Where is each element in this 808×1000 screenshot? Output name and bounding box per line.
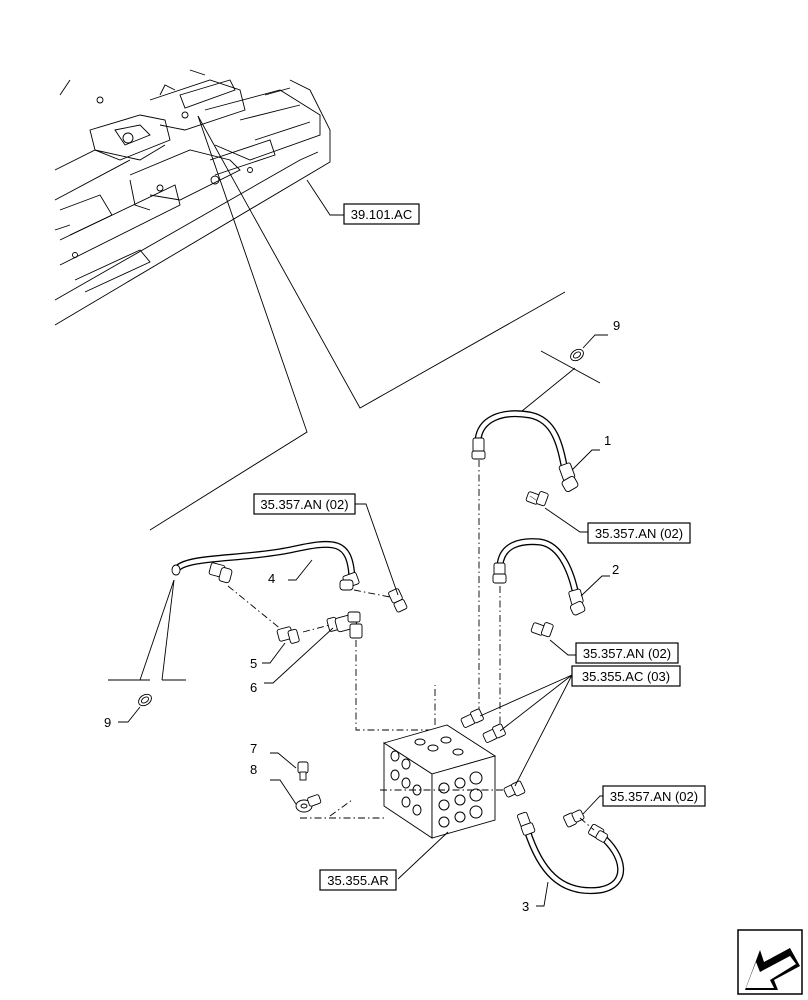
ref-hose-right-2-label: 35.357.AN (02) <box>583 646 671 661</box>
ref-box-hose-4[interactable]: 35.357.AN (02) <box>253 493 399 596</box>
hose-4 <box>171 540 360 591</box>
ref-frame-label: 39.101.AC <box>351 207 412 222</box>
assembly-line-fitting-6 <box>355 640 436 731</box>
valve-block <box>382 724 497 839</box>
break-mark-top <box>521 350 601 412</box>
callout-4-leader: 4 <box>268 559 313 586</box>
callout-3: 3 <box>522 899 529 914</box>
ref-adapters-label: 35.355.AC (03) <box>582 669 670 684</box>
callout-2-leader: 2 <box>580 562 619 597</box>
callout-9-top: 9 <box>613 318 620 333</box>
fitting-6 <box>302 611 363 639</box>
ref-box-hose-3[interactable]: 35.357.AN (02) <box>582 785 706 815</box>
machine-frame-illustration <box>54 69 331 326</box>
callout-6-leader: 6 <box>250 627 334 695</box>
ref-hose-right-1-label: 35.357.AN (02) <box>595 526 683 541</box>
arrow-left-icon[interactable] <box>737 929 803 995</box>
hose-3 <box>517 811 625 895</box>
ref-hose-left-top-label: 35.357.AN (02) <box>260 497 348 512</box>
callout-1: 1 <box>604 433 611 448</box>
fitting-hose-2 <box>530 622 554 638</box>
fitting-hose-4 <box>353 588 408 613</box>
callout-8: 8 <box>250 762 257 777</box>
callout-5-leader: 5 <box>250 642 286 671</box>
callout-3-leader: 3 <box>522 881 549 914</box>
callout-5: 5 <box>250 656 257 671</box>
callout-2: 2 <box>612 562 619 577</box>
ref-box-frame[interactable]: 39.101.AC <box>306 179 420 225</box>
part-9-top: 9 <box>570 318 620 362</box>
ref-box-adapters[interactable]: 35.355.AC (03) <box>479 665 681 787</box>
hose-1 <box>471 410 579 493</box>
callout-6: 6 <box>250 680 257 695</box>
ref-box-hose-2[interactable]: 35.357.AN (02) <box>549 639 679 664</box>
part-9-left: 9 <box>104 693 152 730</box>
callout-4: 4 <box>268 571 275 586</box>
ref-box-block[interactable]: 35.355.AR <box>319 831 449 891</box>
part-7-screw: 7 <box>250 741 309 781</box>
detail-callout-lines <box>149 115 566 531</box>
callout-1-leader: 1 <box>571 433 611 471</box>
callout-9-left: 9 <box>104 715 111 730</box>
assembly-line-screw <box>329 799 353 817</box>
fitting-5 <box>227 585 300 644</box>
ref-block-label: 35.355.AR <box>327 873 388 888</box>
fitting-hose-3 <box>563 809 595 831</box>
adapter-fittings <box>460 708 526 798</box>
fitting-hose-1 <box>525 491 549 507</box>
hose-2 <box>492 538 586 616</box>
ref-hose-bottom-label: 35.357.AN (02) <box>610 789 698 804</box>
ref-box-hose-1[interactable]: 35.357.AN (02) <box>544 507 691 544</box>
part-8-terminal: 8 <box>250 762 322 813</box>
callout-7: 7 <box>250 741 257 756</box>
break-mark-left <box>108 579 186 681</box>
